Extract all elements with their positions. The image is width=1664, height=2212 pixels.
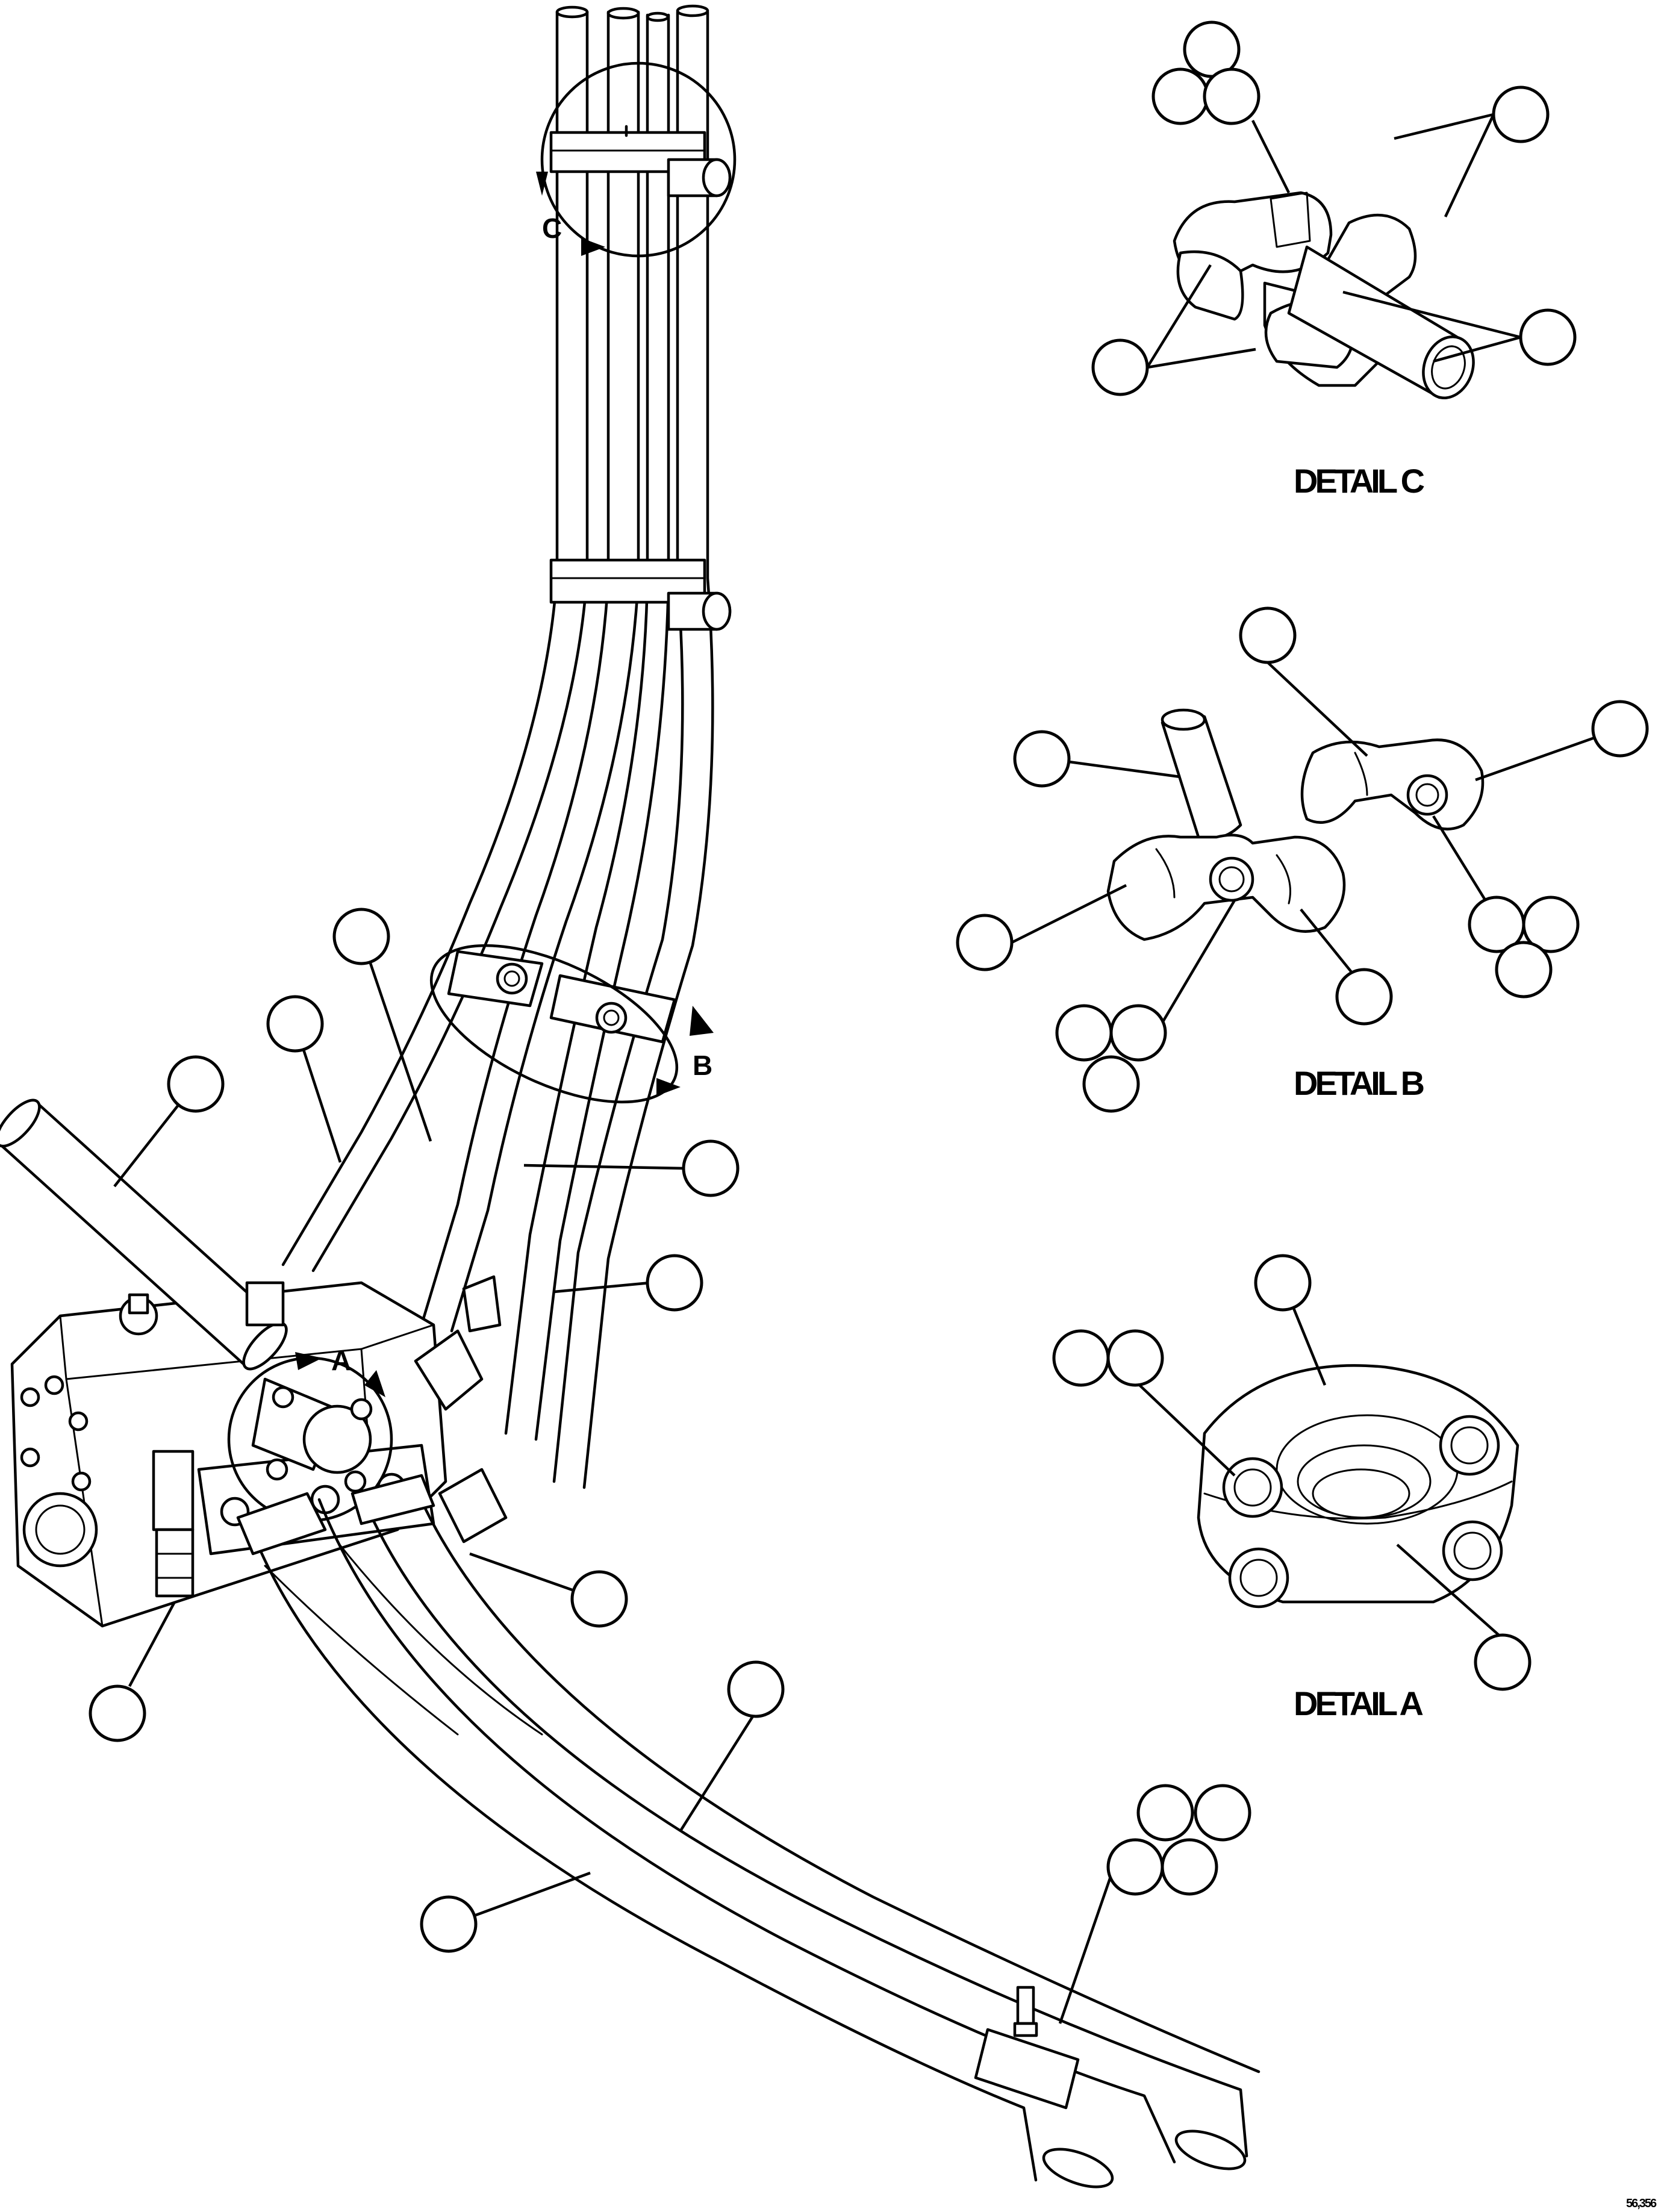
view-a-letter: A xyxy=(331,1345,351,1376)
detail-b-label: DETAIL B xyxy=(1294,1064,1424,1102)
detail-c-label: DETAIL C xyxy=(1294,462,1424,500)
view-c-letter: C xyxy=(542,213,562,244)
view-a-marker: A xyxy=(227,1345,393,1522)
detail-c: DETAIL C xyxy=(1091,20,1577,500)
main-assembly-view: C B xyxy=(0,4,1260,2189)
upper-clamp-c xyxy=(549,125,732,198)
view-c-marker: C xyxy=(536,61,737,258)
main-view-leaders xyxy=(113,936,1122,2024)
detail-a: DETAIL A xyxy=(1052,1254,1532,1722)
pump-fittings xyxy=(152,1275,508,1598)
upper-hose-bundle xyxy=(281,4,714,1489)
lower-large-hoses xyxy=(236,1474,1260,2189)
view-b-letter: B xyxy=(693,1050,712,1081)
drawing-code: 56,356 xyxy=(1626,2197,1657,2210)
detail-b: DETAIL B xyxy=(956,606,1649,1113)
middle-clamp-b: B xyxy=(429,944,714,1104)
detail-a-label: DETAIL A xyxy=(1294,1684,1423,1722)
main-view-balloons xyxy=(89,908,1251,1953)
lower-clamp-c xyxy=(549,558,732,631)
